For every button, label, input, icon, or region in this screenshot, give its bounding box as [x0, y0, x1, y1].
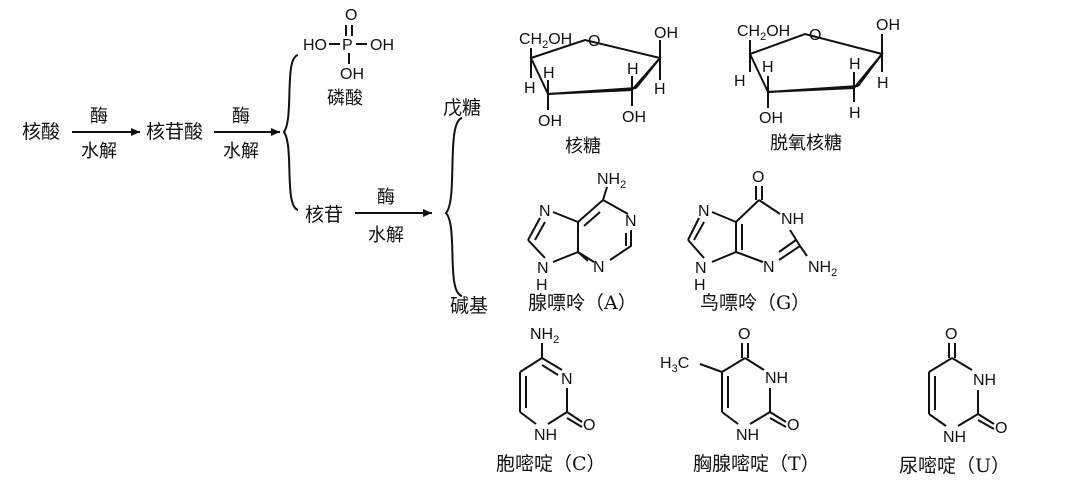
svg-text:HO: HO — [303, 37, 327, 54]
brace-2 — [444, 117, 463, 297]
enzyme-label-3: 酶 — [377, 187, 395, 208]
svg-text:H: H — [849, 105, 861, 122]
uracil-label: 尿嘧啶（U） — [899, 455, 1010, 477]
hydrolysis-label-2: 水解 — [223, 141, 259, 162]
nucleic-acid-label: 核酸 — [22, 121, 60, 143]
svg-text:H: H — [627, 61, 639, 78]
svg-text:H: H — [543, 65, 555, 82]
svg-text:NH: NH — [943, 429, 966, 446]
svg-text:CH2OH: CH2OH — [519, 31, 572, 51]
pentose-label: 戊糖 — [443, 97, 481, 119]
cytosine-label: 胞嘧啶（C） — [496, 453, 606, 475]
nucleotide-label: 核苷酸 — [146, 121, 203, 143]
svg-text:OH: OH — [654, 25, 678, 42]
svg-text:CH2OH: CH2OH — [737, 23, 790, 43]
brace-1 — [282, 54, 299, 211]
svg-text:H: H — [694, 277, 706, 294]
svg-text:O: O — [583, 417, 595, 434]
svg-text:OH: OH — [370, 37, 394, 54]
guanine-label: 鸟嘌呤（G） — [700, 292, 810, 314]
hydrolysis-label-1: 水解 — [81, 141, 117, 162]
svg-text:H3C: H3C — [660, 355, 689, 375]
svg-text:H: H — [877, 75, 889, 92]
svg-text:N: N — [625, 213, 637, 230]
enzyme-label-1: 酶 — [90, 106, 108, 127]
nucleoside-label: 核苷 — [305, 204, 343, 226]
deoxyribose-label: 脱氧核糖 — [770, 133, 842, 154]
svg-text:OH: OH — [340, 66, 364, 83]
base-label: 碱基 — [450, 295, 488, 317]
svg-text:OH: OH — [622, 109, 646, 126]
phosphoric-acid-label: 磷酸 — [327, 88, 363, 109]
phosphoric-acid-structure: O HO P OH OH — [303, 7, 394, 83]
svg-text:N: N — [593, 259, 605, 276]
svg-text:NH: NH — [973, 372, 996, 389]
svg-text:H: H — [524, 80, 536, 97]
svg-text:O: O — [945, 326, 957, 343]
svg-text:N: N — [561, 371, 573, 388]
ribose-structure: CH2OH O OH H H H OH H OH — [519, 25, 678, 130]
svg-text:NH: NH — [765, 370, 788, 387]
svg-text:O: O — [809, 27, 821, 44]
guanine-structure: O NH NH2 N N N H — [687, 169, 837, 294]
svg-text:NH2: NH2 — [530, 326, 559, 346]
svg-text:OH: OH — [759, 110, 783, 127]
thymine-structure: O H3C NH O NH — [660, 326, 799, 444]
svg-text:OH: OH — [538, 113, 562, 130]
ribose-label: 核糖 — [565, 136, 601, 157]
svg-text:O: O — [995, 420, 1007, 437]
svg-text:H: H — [762, 59, 774, 76]
svg-text:H: H — [849, 56, 861, 73]
svg-text:N: N — [537, 260, 549, 277]
thymine-label: 胸腺嘧啶（T） — [693, 453, 820, 475]
svg-text:N: N — [698, 203, 710, 220]
svg-text:NH2: NH2 — [808, 259, 837, 279]
svg-text:NH: NH — [736, 427, 759, 444]
adenine-structure: NH2 N N N N H — [527, 171, 637, 294]
enzyme-label-2: 酶 — [232, 106, 250, 127]
svg-text:O: O — [345, 7, 357, 24]
svg-text:OH: OH — [876, 17, 900, 34]
svg-text:H: H — [654, 81, 666, 98]
svg-text:O: O — [752, 169, 764, 186]
svg-text:O: O — [738, 326, 750, 343]
svg-text:N: N — [763, 259, 775, 276]
svg-text:O: O — [787, 417, 799, 434]
uracil-structure: O NH O NH — [928, 326, 1007, 446]
adenine-label: 腺嘌呤（A） — [528, 292, 637, 314]
cytosine-structure: NH2 N O NH — [519, 326, 595, 444]
svg-text:N: N — [539, 203, 551, 220]
svg-text:NH: NH — [534, 427, 557, 444]
svg-text:H: H — [536, 277, 548, 294]
svg-text:NH: NH — [781, 211, 804, 228]
svg-text:P: P — [342, 37, 353, 54]
svg-text:NH2: NH2 — [597, 171, 626, 191]
hydrolysis-label-3: 水解 — [368, 225, 404, 246]
svg-text:N: N — [695, 260, 707, 277]
deoxyribose-structure: CH2OH O OH H H H OH H H — [734, 17, 900, 127]
svg-text:H: H — [734, 73, 746, 90]
